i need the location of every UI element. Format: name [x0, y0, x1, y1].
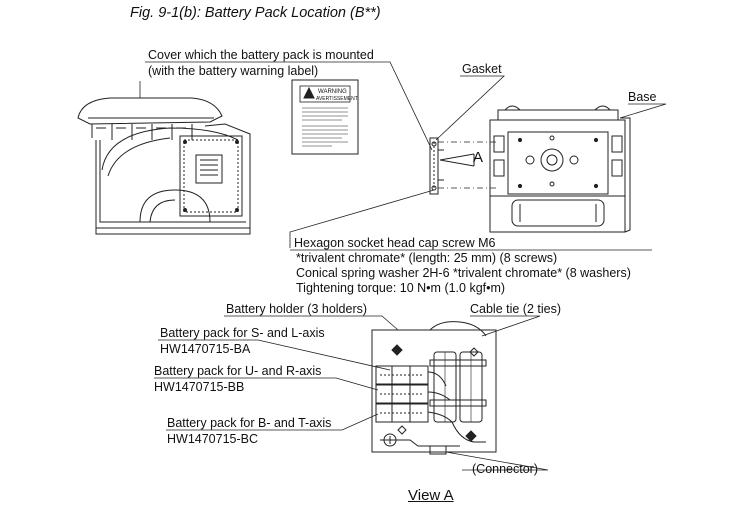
centerlines — [438, 141, 498, 189]
pack-bt-label: Battery pack for B- and T-axis — [167, 416, 332, 430]
screw-callout-line2: *trivalent chromate* (length: 25 mm) (8 … — [296, 251, 558, 265]
warning-heading-2: AVERTISSEMENT — [316, 96, 358, 102]
connector-label: (Connector) — [472, 462, 538, 476]
pack-sl-part: HW1470715-BA — [160, 342, 251, 356]
pack-bt-part: HW1470715-BC — [167, 432, 259, 446]
view-arrow-letter: A — [473, 149, 483, 166]
pack-sl-label: Battery pack for S- and L-axis — [160, 326, 325, 340]
base-front-view — [489, 105, 631, 233]
warning-label-figure — [291, 79, 359, 155]
cover-callout-line2: (with the battery warning label) — [148, 64, 319, 78]
gasket-label: Gasket — [462, 62, 502, 76]
pack-ur-part: HW1470715-BB — [154, 380, 245, 394]
battery-holder-label: Battery holder (3 holders) — [226, 302, 368, 316]
gasket-figure — [429, 137, 444, 195]
cable-tie-label: Cable tie (2 ties) — [470, 302, 562, 316]
screw-callout-line1: Hexagon socket head cap screw M6 — [294, 236, 496, 250]
view-a-arrow — [439, 153, 475, 167]
leader-lines-top — [139, 61, 667, 251]
washer-callout: Conical spring washer 2H-6 *trivalent ch… — [296, 266, 631, 280]
view-a-label: View A — [408, 487, 454, 504]
pack-ur-label: Battery pack for U- and R-axis — [154, 364, 322, 378]
warning-heading-1: WARNING — [318, 89, 347, 95]
figure-title: Fig. 9-1(b): Battery Pack Location (B**) — [130, 5, 381, 21]
cover-callout-line1: Cover which the battery pack is mounted — [148, 48, 374, 62]
base-label: Base — [628, 90, 657, 104]
robot-base-side-view — [77, 97, 251, 235]
view-a-plate — [371, 321, 497, 455]
torque-callout: Tightening torque: 10 N•m (1.0 kgf•m) — [296, 281, 506, 295]
leader-lines-view-a — [154, 315, 549, 471]
